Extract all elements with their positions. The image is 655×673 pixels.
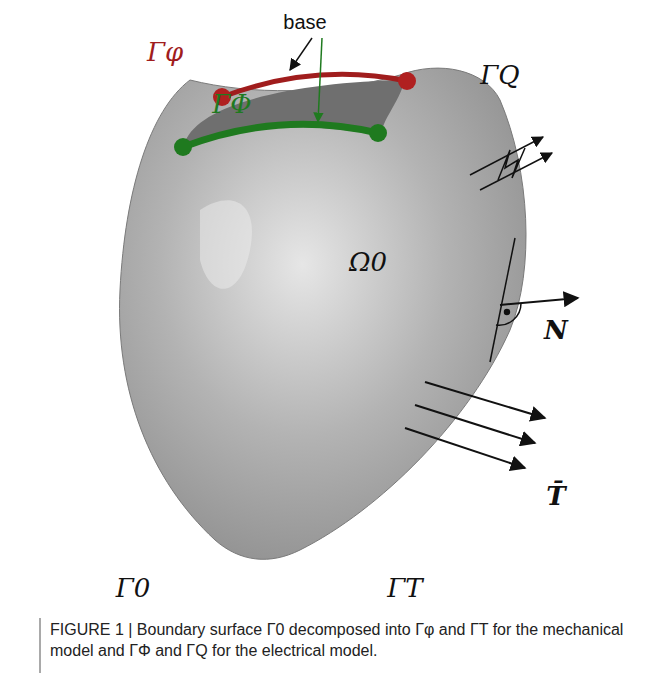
figure-caption: FIGURE 1 | Boundary surface Γ0 decompose…	[42, 620, 640, 662]
boundary-label: ΓT	[387, 574, 422, 603]
leader-arrow	[290, 38, 312, 70]
base-curve-electrical	[183, 124, 378, 147]
base-label: base	[283, 11, 326, 33]
boundary-label: ΓQ	[480, 61, 519, 90]
heart-highlight	[200, 200, 252, 289]
caption-rule	[40, 618, 41, 673]
vector-label: N	[544, 316, 568, 345]
boundary-label: ΓΦ	[212, 90, 251, 119]
leader-arrow	[318, 38, 322, 122]
curve-end-dot	[369, 124, 387, 142]
domain-label: Ω0	[349, 248, 387, 277]
curve-end-dot	[398, 72, 416, 90]
boundary-label: Γφ	[147, 38, 183, 67]
vector-label: T̄	[546, 482, 565, 511]
traction-arrows	[405, 382, 545, 468]
flux-symbol	[470, 137, 552, 190]
heart-outline	[120, 68, 526, 559]
boundary-label: Γ0	[116, 574, 151, 603]
normal-symbol	[490, 238, 578, 362]
curve-end-dot	[174, 138, 192, 156]
